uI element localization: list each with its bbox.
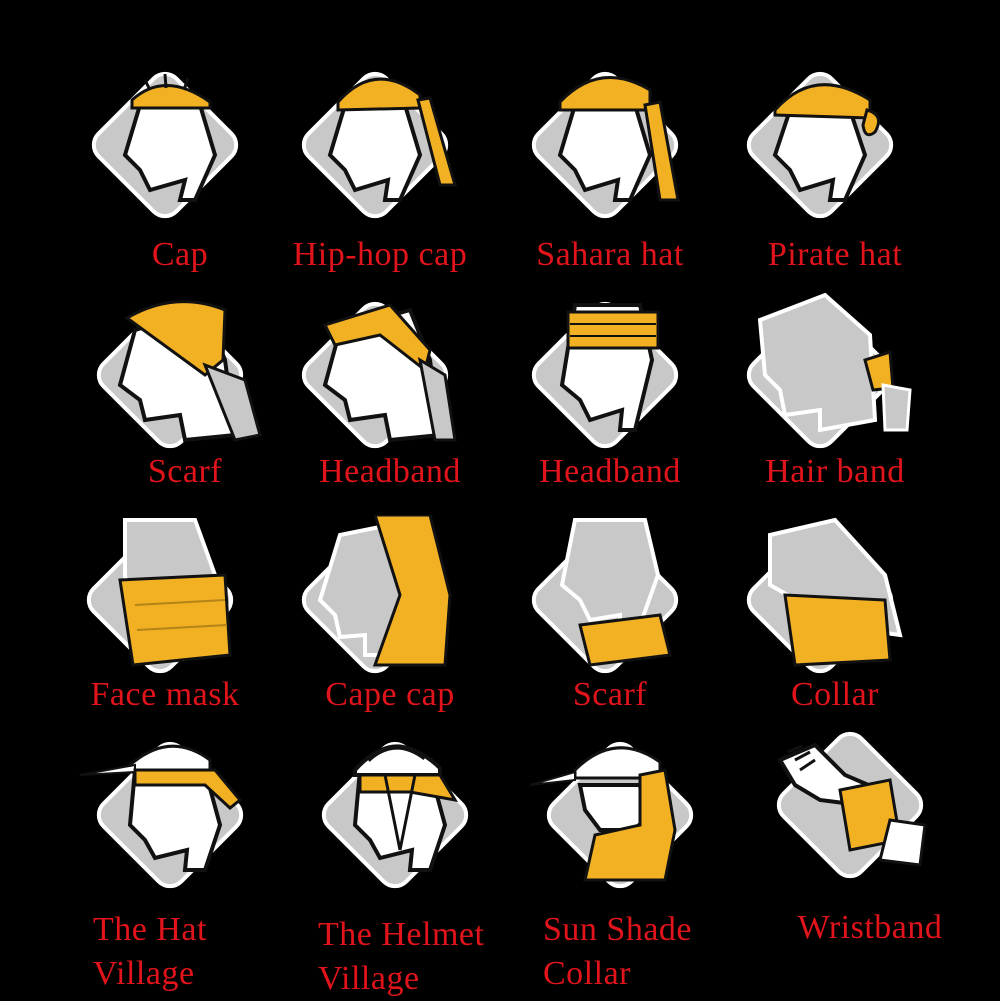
style-item-cap: Cap — [70, 60, 290, 290]
cape-cap-style-icon — [301, 515, 452, 674]
headband-wide-style-icon — [531, 301, 679, 449]
style-item-face-mask: Face mask — [55, 515, 275, 730]
collar-style-icon — [746, 517, 903, 674]
style-item-headband-wide: Headband — [500, 290, 720, 510]
style-label: Collar — [791, 676, 879, 713]
style-item-hip-hop-cap: Hip-hop cap — [270, 60, 490, 290]
helmet-village-style-icon — [321, 741, 469, 889]
sahara-hat-style-icon — [531, 71, 680, 219]
face-mask-style-icon — [86, 518, 234, 674]
style-label: Hair band — [765, 453, 905, 490]
style-item-scarf-neck: Scarf — [500, 515, 720, 730]
sun-shade-collar-style-icon — [529, 741, 694, 889]
style-label: Headband — [319, 453, 461, 490]
style-item-headband-diagonal: Headband — [280, 290, 500, 510]
pirate-hat-style-icon — [746, 71, 894, 219]
style-label: Sahara hat — [536, 236, 684, 273]
style-item-collar: Collar — [725, 515, 945, 730]
style-label: Pirate hat — [767, 236, 903, 273]
style-label: Sun Shade Collar — [525, 908, 745, 996]
hair-band-style-icon — [746, 292, 912, 449]
style-item-cape-cap: Cape cap — [280, 515, 500, 730]
style-label-line2: Village — [318, 960, 420, 997]
hat-village-style-icon — [79, 741, 244, 889]
style-label-line1: The Helmet — [318, 916, 485, 953]
style-label-line2: Village — [93, 955, 195, 992]
style-item-helmet-village: The Helmet Village — [300, 730, 520, 1000]
style-label-line1: Sun Shade — [543, 911, 692, 948]
style-item-wristband: Wristband — [760, 730, 980, 1000]
style-label: Cap — [151, 236, 209, 273]
wristband-style-icon — [776, 731, 927, 879]
style-label: Scarf — [572, 676, 648, 713]
style-item-hat-village: The Hat Village — [75, 730, 295, 1000]
style-item-hair-band: Hair band — [725, 290, 945, 510]
style-label: The Helmet Village — [300, 913, 520, 1001]
style-label: Headband — [539, 453, 681, 490]
style-label: Hip-hop cap — [292, 236, 468, 273]
style-label: Scarf — [147, 453, 223, 490]
headband-diagonal-style-icon — [301, 301, 457, 449]
style-item-scarf: Scarf — [75, 290, 295, 510]
style-label-line2: Collar — [543, 955, 631, 992]
style-label: The Hat Village — [75, 908, 295, 996]
hip-hop-cap-style-icon — [301, 71, 457, 219]
cap-style-icon — [91, 71, 239, 219]
style-item-sun-shade-collar: Sun Shade Collar — [525, 730, 745, 1000]
style-item-sahara-hat: Sahara hat — [500, 60, 720, 290]
style-label: Face mask — [90, 676, 240, 713]
scarf-neck-style-icon — [531, 518, 679, 674]
style-label-line1: The Hat — [93, 911, 207, 948]
scarf-head-style-icon — [96, 300, 262, 449]
style-item-pirate-hat: Pirate hat — [725, 60, 945, 290]
style-label: Cape cap — [325, 676, 455, 713]
style-label: Wristband — [797, 909, 943, 946]
